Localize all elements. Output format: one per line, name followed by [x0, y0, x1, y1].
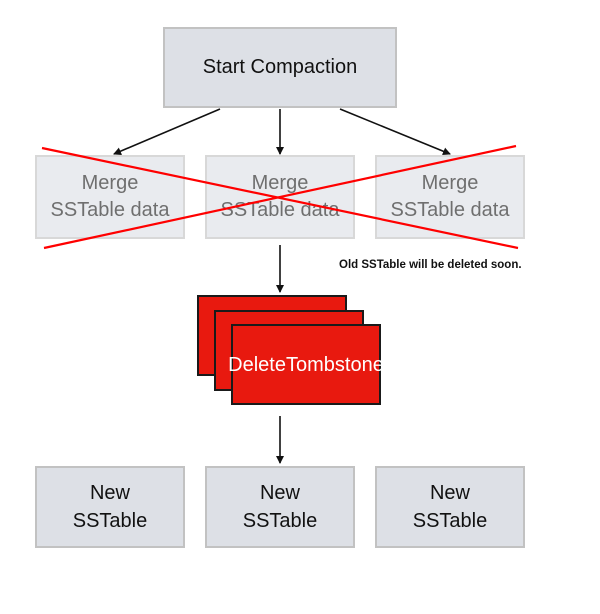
new-sstable-label-1: New [429, 482, 470, 504]
arrow-start-to-merge-left [113, 108, 221, 155]
merge-node-label-2: SSTable data [220, 199, 340, 221]
merge-node-label-1: Merge [81, 172, 139, 194]
merge-node-label-2: SSTable data [50, 199, 170, 221]
delete-tombstone-label-2: Tombstone [285, 353, 384, 376]
delete-tombstone-node: DeleteTombstone [228, 324, 384, 405]
merge-node-label-2: SSTable data [390, 199, 510, 221]
arrow-start-to-merge-right [339, 108, 451, 156]
new-sstable-label-2: SSTable [72, 510, 148, 532]
merge-node-label-1: Merge [251, 172, 309, 194]
new-sstable-label-1: New [259, 482, 300, 504]
start-compaction-node: Start Compaction [163, 27, 397, 108]
delete-tombstone-label-1: Delete [228, 353, 286, 376]
new-sstable-label-2: SSTable [412, 510, 488, 532]
new-sstable-label-1: New [89, 482, 130, 504]
new-sstable-label-2: SSTable [242, 510, 318, 532]
merge-node-label-1: Merge [421, 172, 479, 194]
start-compaction-label: Start Compaction [202, 56, 358, 78]
deletion-note: Old SSTable will be deleted soon. [339, 259, 522, 271]
